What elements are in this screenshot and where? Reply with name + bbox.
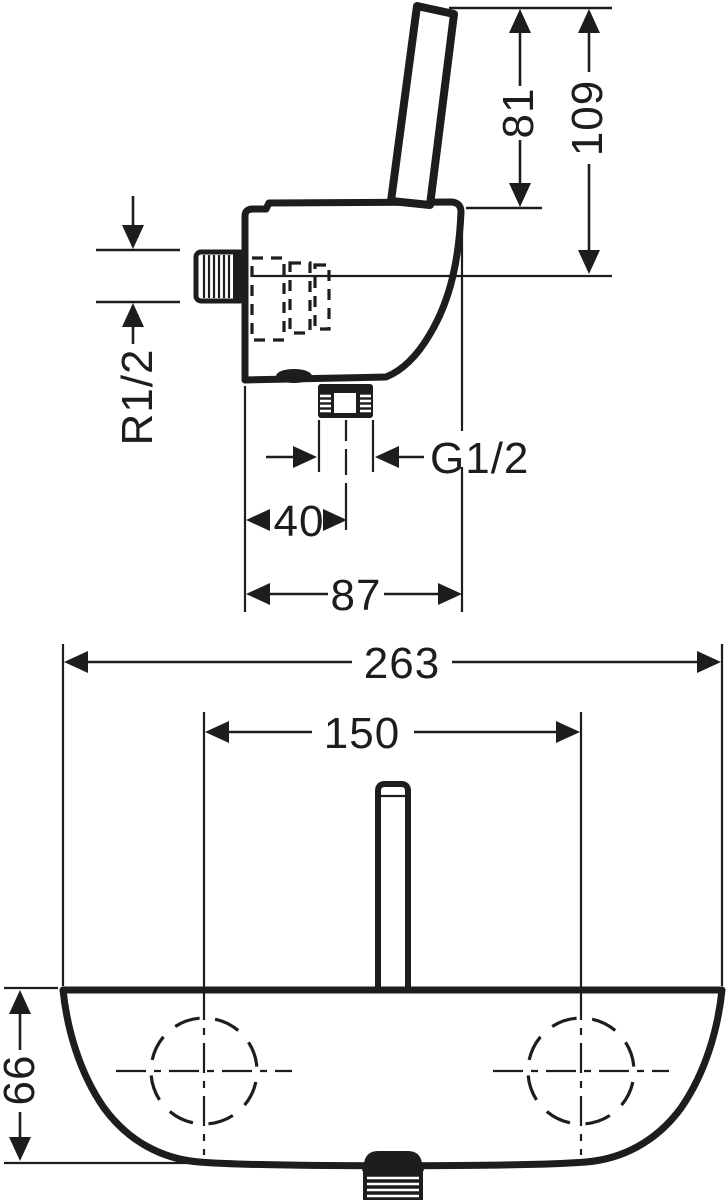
dim-height-overall: 109 bbox=[563, 9, 612, 274]
dim-body-height: 66 bbox=[0, 990, 44, 1161]
dim-connection-spacing: 150 bbox=[205, 709, 580, 758]
dim-inlet-thread: R1/2 bbox=[113, 196, 162, 445]
dim-87-label: 87 bbox=[331, 571, 382, 620]
dim-width-overall: 263 bbox=[64, 639, 721, 688]
dim-263-label: 263 bbox=[364, 639, 440, 688]
lever-handle-side bbox=[387, 2, 458, 209]
front-view: 263 150 66 bbox=[0, 639, 726, 1200]
dim-r12-label: R1/2 bbox=[113, 349, 162, 446]
handle-rod-front bbox=[375, 781, 411, 994]
side-extension-lines bbox=[96, 6, 612, 612]
outlet-fitting-front bbox=[362, 1151, 424, 1200]
body-foot-detail bbox=[276, 369, 312, 383]
side-view: 81 109 R1/2 G1/2 bbox=[96, 2, 612, 620]
inlet-connector bbox=[193, 249, 248, 304]
dim-height-handle: 81 bbox=[494, 9, 543, 207]
dim-109-label: 109 bbox=[563, 80, 612, 156]
mounting-hole-right bbox=[493, 990, 669, 1155]
dim-66-label: 66 bbox=[0, 1055, 44, 1106]
front-extension-lines bbox=[4, 644, 724, 1165]
dim-g12-label: G1/2 bbox=[430, 434, 529, 483]
dim-150-label: 150 bbox=[324, 709, 400, 758]
mixer-body-side bbox=[241, 198, 465, 384]
dim-40-label: 40 bbox=[274, 497, 325, 546]
dim-81-label: 81 bbox=[494, 88, 543, 139]
outlet-fitting-side bbox=[318, 384, 373, 418]
dim-depth: 87 bbox=[246, 571, 462, 620]
mounting-hole-left bbox=[116, 990, 292, 1155]
dim-outlet-offset: 40 bbox=[246, 497, 347, 546]
cartridge-dashed bbox=[250, 256, 331, 342]
dim-outlet-thread: G1/2 bbox=[266, 434, 529, 483]
mixer-body-front bbox=[59, 986, 726, 1170]
